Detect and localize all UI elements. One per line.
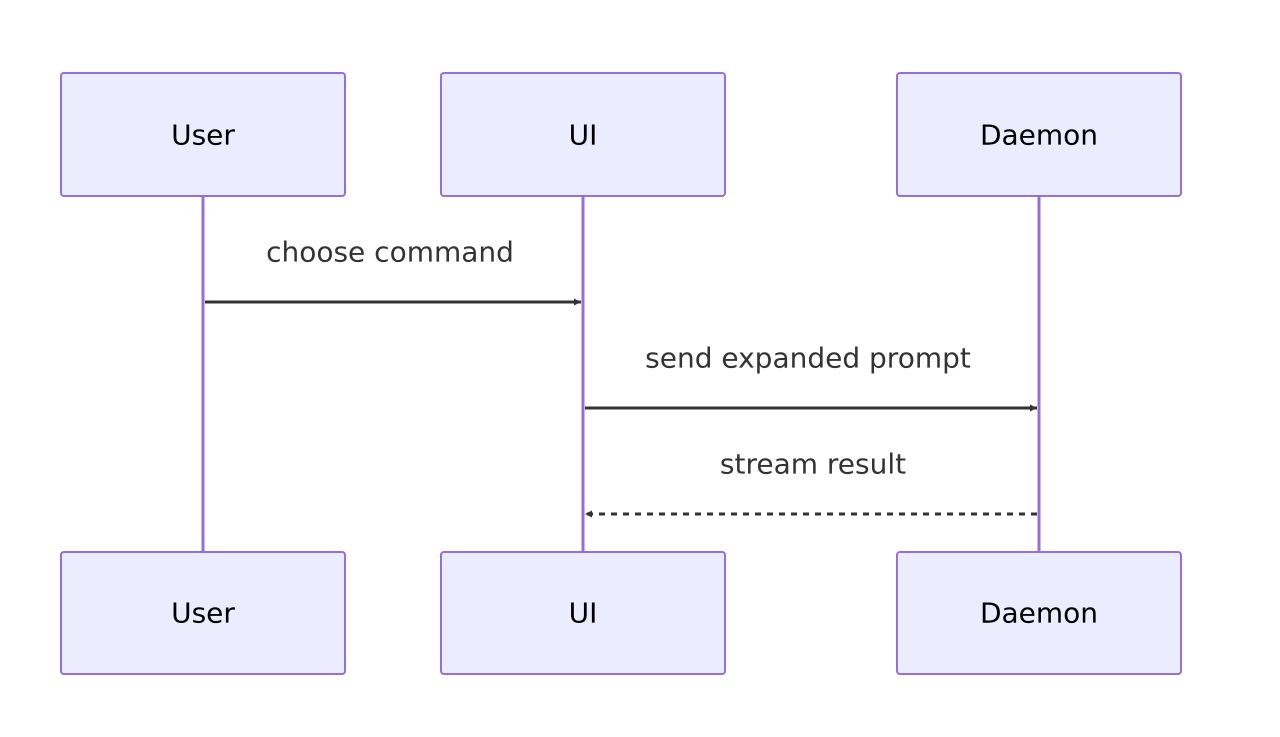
message-stream-result: stream result: [585, 448, 1037, 518]
message-send-expanded-prompt-label: send expanded prompt: [645, 342, 971, 375]
actor-bottom-user-label: User: [171, 597, 235, 630]
actor-bottom-daemon: Daemon: [896, 551, 1182, 675]
actor-bottom-ui-label: UI: [569, 597, 598, 630]
actor-bottom-daemon-label: Daemon: [980, 597, 1098, 630]
actor-top-daemon: Daemon: [896, 72, 1182, 197]
actor-top-daemon-label: Daemon: [980, 119, 1098, 152]
actor-bottom-ui: UI: [440, 551, 726, 675]
message-send-expanded-prompt: send expanded prompt: [585, 342, 1037, 412]
actor-top-ui-label: UI: [569, 119, 598, 152]
actor-top-user-label: User: [171, 119, 235, 152]
message-choose-command-label: choose command: [266, 236, 514, 269]
actor-bottom-user: User: [60, 551, 346, 675]
message-choose-command: choose command: [205, 236, 581, 306]
actor-top-ui: UI: [440, 72, 726, 197]
actor-top-user: User: [60, 72, 346, 197]
message-stream-result-label: stream result: [720, 448, 906, 481]
